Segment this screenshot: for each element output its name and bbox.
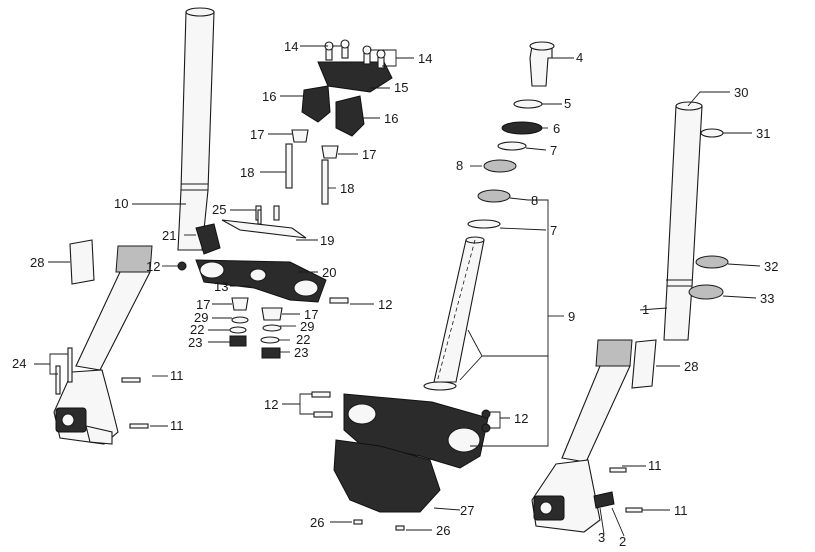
callout-12-d: 12 [514,411,528,426]
callout-23-a: 23 [188,335,202,350]
callout-26-a: 26 [310,515,324,530]
callout-12-b: 12 [378,297,392,312]
callout-16-a: 16 [262,89,276,104]
callout-31: 31 [756,126,770,141]
callout-6: 6 [553,121,560,136]
callout-12-c: 12 [264,397,278,412]
callout-27: 27 [460,503,474,518]
handlebar-clamp [317,39,393,93]
callout-16-b: 16 [384,111,398,126]
callout-11-c: 11 [648,458,662,473]
callout-11-b: 11 [170,418,184,433]
callout-33: 33 [760,291,774,306]
callout-26-b: 26 [436,523,450,538]
handlebar-risers [285,85,365,205]
callout-19: 19 [320,233,334,248]
callout-11-a: 11 [170,368,184,383]
callout-29-b: 29 [300,319,314,334]
callout-17-a: 17 [250,127,264,142]
callout-28-a: 28 [30,255,44,270]
callout-17-d: 17 [304,307,318,322]
misc-parts [55,128,729,531]
callout-23-b: 23 [294,345,308,360]
callout-17-c: 17 [196,297,210,312]
callout-17-b: 17 [362,147,376,162]
steering-head-parts [423,41,555,391]
stem-hardware [229,297,283,359]
callout-32: 32 [764,259,778,274]
callout-24: 24 [12,356,26,371]
callout-30: 30 [734,85,748,100]
lower-triple-clamp [311,391,491,513]
callout-12-a: 12 [146,259,160,274]
leader-lines [34,45,761,537]
callout-14-b: 14 [418,51,432,66]
callout-18-b: 18 [340,181,354,196]
callout-21: 21 [162,228,176,243]
left-fork-leg [53,7,215,445]
right-fork-leg [531,101,703,533]
callout-1: 1 [642,302,649,317]
callout-22-b: 22 [296,332,310,347]
callout-10: 10 [114,196,128,211]
callout-15: 15 [394,80,408,95]
callout-2: 2 [619,534,626,549]
callout-3: 3 [598,530,605,545]
callout-25: 25 [212,202,226,217]
callout-labels: 1 2 3 4 5 6 7 7 8 8 9 10 11 11 11 11 12 … [12,39,778,549]
callout-11-d: 11 [674,503,688,518]
callout-5: 5 [564,96,571,111]
callout-13: 13 [214,279,228,294]
callout-7-upper: 7 [550,143,557,158]
callout-20: 20 [322,265,336,280]
callout-29-a: 29 [194,310,208,325]
callout-9: 9 [568,309,575,324]
callout-4: 4 [576,50,583,65]
callout-28-b: 28 [684,359,698,374]
callout-7-lower: 7 [550,223,557,238]
upper-triple-clamp [177,205,349,304]
callout-18-a: 18 [240,165,254,180]
callout-14-a: 14 [284,39,298,54]
callout-8-lower: 8 [531,193,538,208]
callout-8-upper: 8 [456,158,463,173]
callout-22-a: 22 [190,322,204,337]
